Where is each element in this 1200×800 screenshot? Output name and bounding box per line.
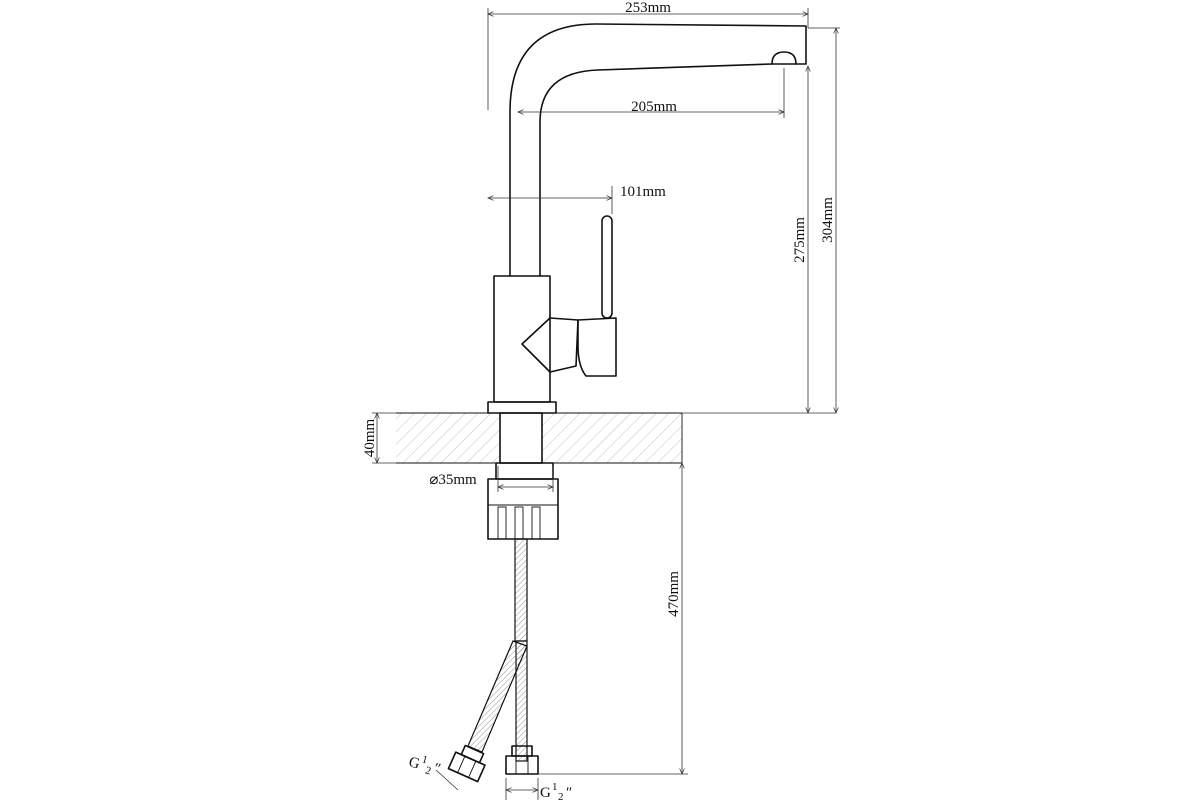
- supply-hoses: [447, 538, 539, 783]
- total-height-label: 304mm: [820, 197, 836, 243]
- spout-outline: [509, 23, 807, 277]
- deck-thickness-label: 40mm: [362, 419, 378, 458]
- cartridge-cone: [521, 317, 551, 373]
- svg-text:2: 2: [424, 765, 432, 778]
- shank-diameter-label: ⌀35mm: [429, 472, 477, 488]
- handle-lever: [601, 215, 613, 319]
- faucet-body: [487, 23, 807, 480]
- spout-height-label: 275mm: [792, 217, 808, 263]
- handle-block: [577, 317, 617, 377]
- handle-offset-label: 101mm: [620, 184, 666, 200]
- left-hose-nut: [447, 751, 486, 783]
- countertop-section: [396, 412, 683, 464]
- mixer-body: [493, 275, 551, 403]
- total-reach-label: 253mm: [625, 0, 671, 16]
- spout-reach-label: 205mm: [631, 99, 677, 115]
- aerator: [771, 51, 797, 65]
- right-hose-nut: [505, 755, 539, 775]
- right-thread-label: G 1 2 ″: [540, 781, 572, 800]
- base-flange: [487, 401, 557, 414]
- dimension-lines: [372, 8, 840, 800]
- svg-text:1: 1: [421, 753, 429, 766]
- svg-text:G: G: [540, 785, 551, 800]
- svg-text:″: ″: [566, 785, 572, 800]
- svg-text:G: G: [407, 754, 422, 772]
- svg-text:2: 2: [558, 791, 564, 800]
- hose-length-label: 470mm: [666, 571, 682, 617]
- mounting-nut: [487, 478, 559, 540]
- shank: [499, 412, 543, 464]
- left-thread-label: G 1 2 ″: [407, 753, 442, 778]
- shank-collar: [495, 462, 554, 480]
- svg-text:1: 1: [552, 781, 558, 793]
- svg-text:″: ″: [432, 761, 442, 778]
